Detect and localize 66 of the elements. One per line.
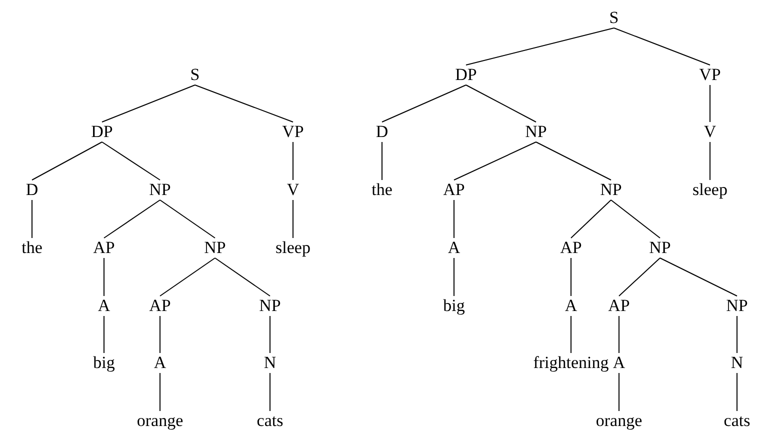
tree-branch xyxy=(570,200,612,238)
tree-node-label: the xyxy=(22,238,42,258)
tree-branch xyxy=(570,316,572,354)
tree-node-label: NP xyxy=(259,296,281,316)
tree-branch xyxy=(454,142,536,180)
tree-branch xyxy=(32,142,102,180)
tree-node-label: V xyxy=(704,122,716,142)
tree-branch xyxy=(618,258,660,296)
tree-node-label: NP xyxy=(726,296,748,316)
tree-node-label: big xyxy=(443,296,465,316)
tree-branch xyxy=(102,84,196,122)
tree-node-label: NP xyxy=(204,238,226,258)
tree-node-label: N xyxy=(264,353,276,373)
tree-node-label: NP xyxy=(149,180,171,200)
tree-node-label: DP xyxy=(91,122,113,142)
tree-branch xyxy=(102,142,160,180)
tree-node-label: AP xyxy=(93,238,115,258)
tree-node-label: frightening xyxy=(533,353,609,373)
tree-node-label: V xyxy=(286,180,300,200)
tree-branch xyxy=(194,84,294,122)
tree-node-label: VP xyxy=(282,122,304,142)
tree-node-label: cats xyxy=(256,411,284,431)
tree-node-label: sleep xyxy=(276,238,310,258)
tree-node-label: N xyxy=(730,353,744,373)
tree-node-label: D xyxy=(26,180,38,200)
tree-node-label: A xyxy=(154,353,166,373)
tree-node-label: AP xyxy=(560,238,582,258)
tree-node-label: orange xyxy=(596,411,642,431)
tree-branch xyxy=(536,142,612,180)
tree-node-label: S xyxy=(190,65,200,85)
tree-node-label: cats xyxy=(724,411,750,431)
tree-branch xyxy=(736,316,738,354)
tree-branch xyxy=(660,258,738,296)
tree-branch xyxy=(614,28,710,66)
tree-node-label: the xyxy=(372,180,392,200)
tree-branch xyxy=(610,200,660,238)
tree-node-label: A xyxy=(448,238,460,258)
tree-node-label: AP xyxy=(608,296,630,316)
tree-node-label: NP xyxy=(600,180,622,200)
tree-node-label: NP xyxy=(649,238,671,258)
tree-node-label: big xyxy=(93,353,115,373)
tree-node-label: A xyxy=(612,353,626,373)
tree-node-label: DP xyxy=(455,65,477,85)
tree-node-label: sleep xyxy=(692,180,728,200)
tree-branch xyxy=(292,142,294,180)
tree-branch xyxy=(618,316,620,354)
tree-branch xyxy=(382,84,466,122)
tree-branch xyxy=(466,84,536,122)
tree-node-label: A xyxy=(564,296,578,316)
tree-node-label: A xyxy=(98,296,110,316)
tree-node-label: VP xyxy=(699,65,721,85)
tree-branch xyxy=(292,200,294,238)
tree-branch xyxy=(214,258,270,296)
tree-branch xyxy=(160,200,216,238)
tree-branch xyxy=(104,200,160,238)
tree-node-label: S xyxy=(609,8,619,28)
tree-branch xyxy=(736,372,738,412)
tree-node-label: AP xyxy=(149,296,171,316)
tree-branch xyxy=(570,258,572,296)
tree-node-label: NP xyxy=(525,122,547,142)
tree-node-label: D xyxy=(376,122,388,142)
tree-branch xyxy=(160,258,216,296)
tree-node-label: orange xyxy=(136,411,184,431)
tree-branch xyxy=(618,372,620,412)
tree-branch xyxy=(466,28,614,66)
tree-node-label: AP xyxy=(443,180,465,200)
